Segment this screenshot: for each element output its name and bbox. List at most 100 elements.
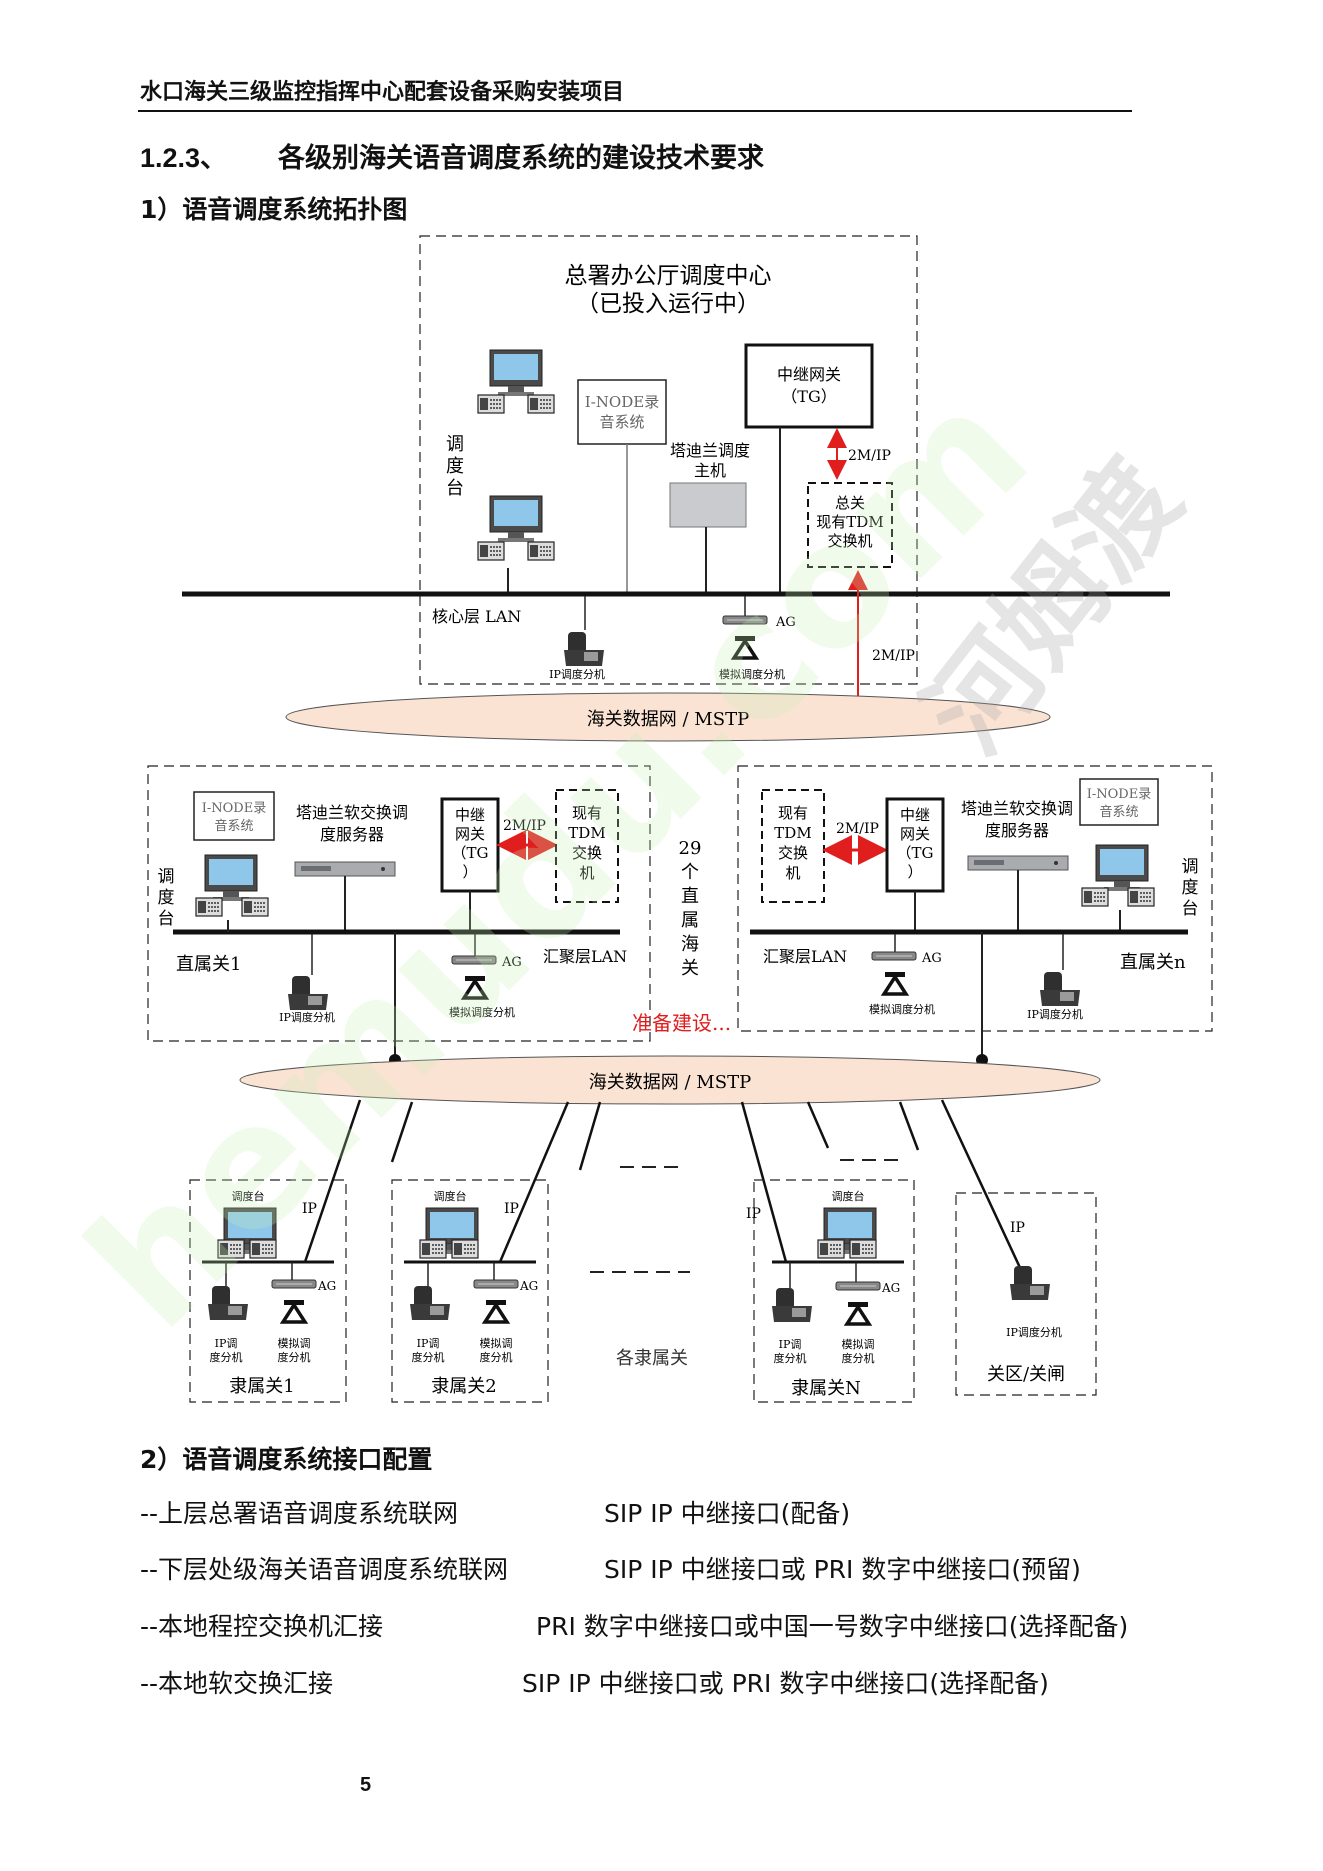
access-gateway-icon (722, 615, 768, 625)
sub-customs-1-label: 隶属关1 (229, 1376, 294, 1397)
keypad-icon (849, 1239, 877, 1259)
softswitch-server: 塔迪兰软交换调 (961, 799, 1073, 818)
keypad-icon (217, 1239, 245, 1259)
ip-phone-icon (208, 1286, 248, 1320)
direct-customs-n-label: 直属关n (1120, 952, 1186, 973)
sub-customs-others-label: 各隶属关 (616, 1348, 688, 1369)
svg-text:台: 台 (158, 909, 175, 929)
keypad-icon (419, 1239, 447, 1259)
console-pc-icon (1095, 844, 1149, 892)
keypad-icon (477, 394, 505, 414)
svg-text:交换: 交换 (778, 844, 808, 862)
keypad-icon (1081, 887, 1109, 907)
ag-label: AG (775, 615, 796, 630)
ip-phone-icon (1010, 1266, 1050, 1300)
console-pc-icon (489, 495, 543, 543)
keypad-icon (249, 1239, 277, 1259)
topology-diagram: 总署办公厅调度中心 （已投入运行中） 调 度 台 I-NODE录 音系统 塔迪兰… (147, 235, 1213, 1403)
link-label: 2M/IP (848, 448, 891, 464)
keypad-icon (1127, 887, 1155, 907)
svg-text:（TG: （TG (452, 844, 489, 862)
config-item-left: --本地软交换汇接 (140, 1669, 334, 1698)
preparing-label: 准备建设... (632, 1011, 731, 1035)
config-item-right: SIP IP 中继接口(配备) (604, 1499, 851, 1528)
svg-text:（TG: （TG (897, 844, 934, 862)
svg-text:音系统: 音系统 (1099, 804, 1138, 820)
section-title: 各级别海关语音调度系统的建设技术要求 (278, 143, 764, 174)
svg-text:台: 台 (1182, 899, 1199, 919)
page-number: 5 (360, 1774, 372, 1796)
access-gateway-icon (473, 1279, 519, 1289)
keypad-icon (195, 897, 223, 917)
svg-text:IP调度分机: IP调度分机 (279, 1010, 335, 1024)
svg-text:音系统: 音系统 (599, 413, 644, 431)
access-gateway-icon (871, 951, 917, 961)
svg-text:TDM: TDM (568, 824, 605, 842)
svg-text:AG: AG (317, 1279, 336, 1293)
tdm-switch: 现有 (572, 804, 602, 822)
svg-text:（TG）: （TG） (781, 387, 836, 406)
svg-text:度: 度 (158, 888, 175, 908)
access-gateway-icon (835, 1281, 881, 1291)
tdm-switch: 总关 (835, 494, 865, 512)
svg-text:台: 台 (446, 478, 464, 499)
svg-text:IP调度分机: IP调度分机 (1027, 1007, 1083, 1021)
svg-text:）: ） (907, 863, 922, 881)
svg-text:AG: AG (519, 1279, 538, 1293)
direct-customs-count: 29 (679, 838, 702, 859)
analog-phone-icon (462, 974, 488, 1000)
core-lan-label: 核心层 LAN (432, 607, 521, 626)
svg-text:度: 度 (1182, 878, 1199, 898)
aggregation-lan-label: 汇聚层LAN (763, 947, 847, 966)
svg-text:IP: IP (504, 1201, 519, 1217)
svg-text:度分机: 度分机 (774, 1351, 807, 1365)
keypad-icon (451, 1239, 479, 1259)
svg-text:直: 直 (681, 886, 699, 907)
svg-text:模拟调: 模拟调 (278, 1336, 311, 1350)
config-item-left: --本地程控交换机汇接 (140, 1612, 384, 1641)
access-gateway-icon (451, 955, 497, 965)
svg-text:交换机: 交换机 (827, 532, 872, 550)
inode-recorder: I-NODE录 (1087, 787, 1151, 802)
sub-customs-n-label: 隶属关N (791, 1378, 861, 1399)
svg-text:模拟调: 模拟调 (480, 1336, 513, 1350)
svg-text:IP: IP (1010, 1220, 1025, 1236)
keypad-icon (527, 541, 555, 561)
inode-recorder: I-NODE录 (202, 801, 266, 816)
dispatch-host: 塔迪兰调度 (670, 441, 750, 460)
analog-phone-icon (281, 1298, 307, 1324)
svg-text:IP调: IP调 (417, 1337, 440, 1350)
svg-text:机: 机 (579, 864, 594, 882)
trunk-gateway: 中继 (455, 806, 485, 824)
svg-text:度分机: 度分机 (842, 1351, 875, 1365)
ip-phone-icon (288, 976, 328, 1010)
svg-text:IP调: IP调 (215, 1337, 238, 1350)
svg-text:AG: AG (921, 951, 942, 966)
svg-text:网关: 网关 (900, 825, 930, 843)
ip-phone-icon (564, 632, 604, 666)
console-label: 调度台 (434, 1189, 467, 1203)
section-heading: 1.2.3、 各级别海关语音调度系统的建设技术要求 (140, 136, 764, 175)
gate-label: 关区/关闸 (987, 1364, 1065, 1385)
svg-text:度分机: 度分机 (210, 1350, 243, 1364)
ip-phone-icon (410, 1286, 450, 1320)
svg-text:属: 属 (681, 910, 699, 931)
svg-text:IP调度分机: IP调度分机 (1006, 1325, 1062, 1339)
trunk-gateway: 中继网关 (777, 365, 841, 384)
svg-text:AG: AG (501, 955, 522, 970)
config-item-right: SIP IP 中继接口或 PRI 数字中继接口(选择配备) (522, 1669, 1049, 1698)
svg-text:2M/IP: 2M/IP (872, 648, 915, 664)
subheading-interface: 2）语音调度系统接口配置 (140, 1445, 433, 1474)
ip-phone-label: IP调度分机 (549, 667, 605, 681)
svg-text:交换: 交换 (572, 844, 602, 862)
inode-recorder: I-NODE录 (585, 393, 659, 411)
config-item-right: SIP IP 中继接口或 PRI 数字中继接口(预留) (604, 1555, 1081, 1584)
svg-text:网关: 网关 (455, 825, 485, 843)
svg-text:TDM: TDM (774, 824, 811, 842)
config-item-left: --下层处级海关语音调度系统联网 (140, 1555, 509, 1584)
console-label: 调 (1182, 857, 1199, 877)
sub-customs-2-label: 隶属关2 (431, 1376, 496, 1397)
analog-phone-icon (732, 634, 758, 660)
console-pc-icon (489, 349, 543, 397)
tdm-switch: 现有 (778, 804, 808, 822)
